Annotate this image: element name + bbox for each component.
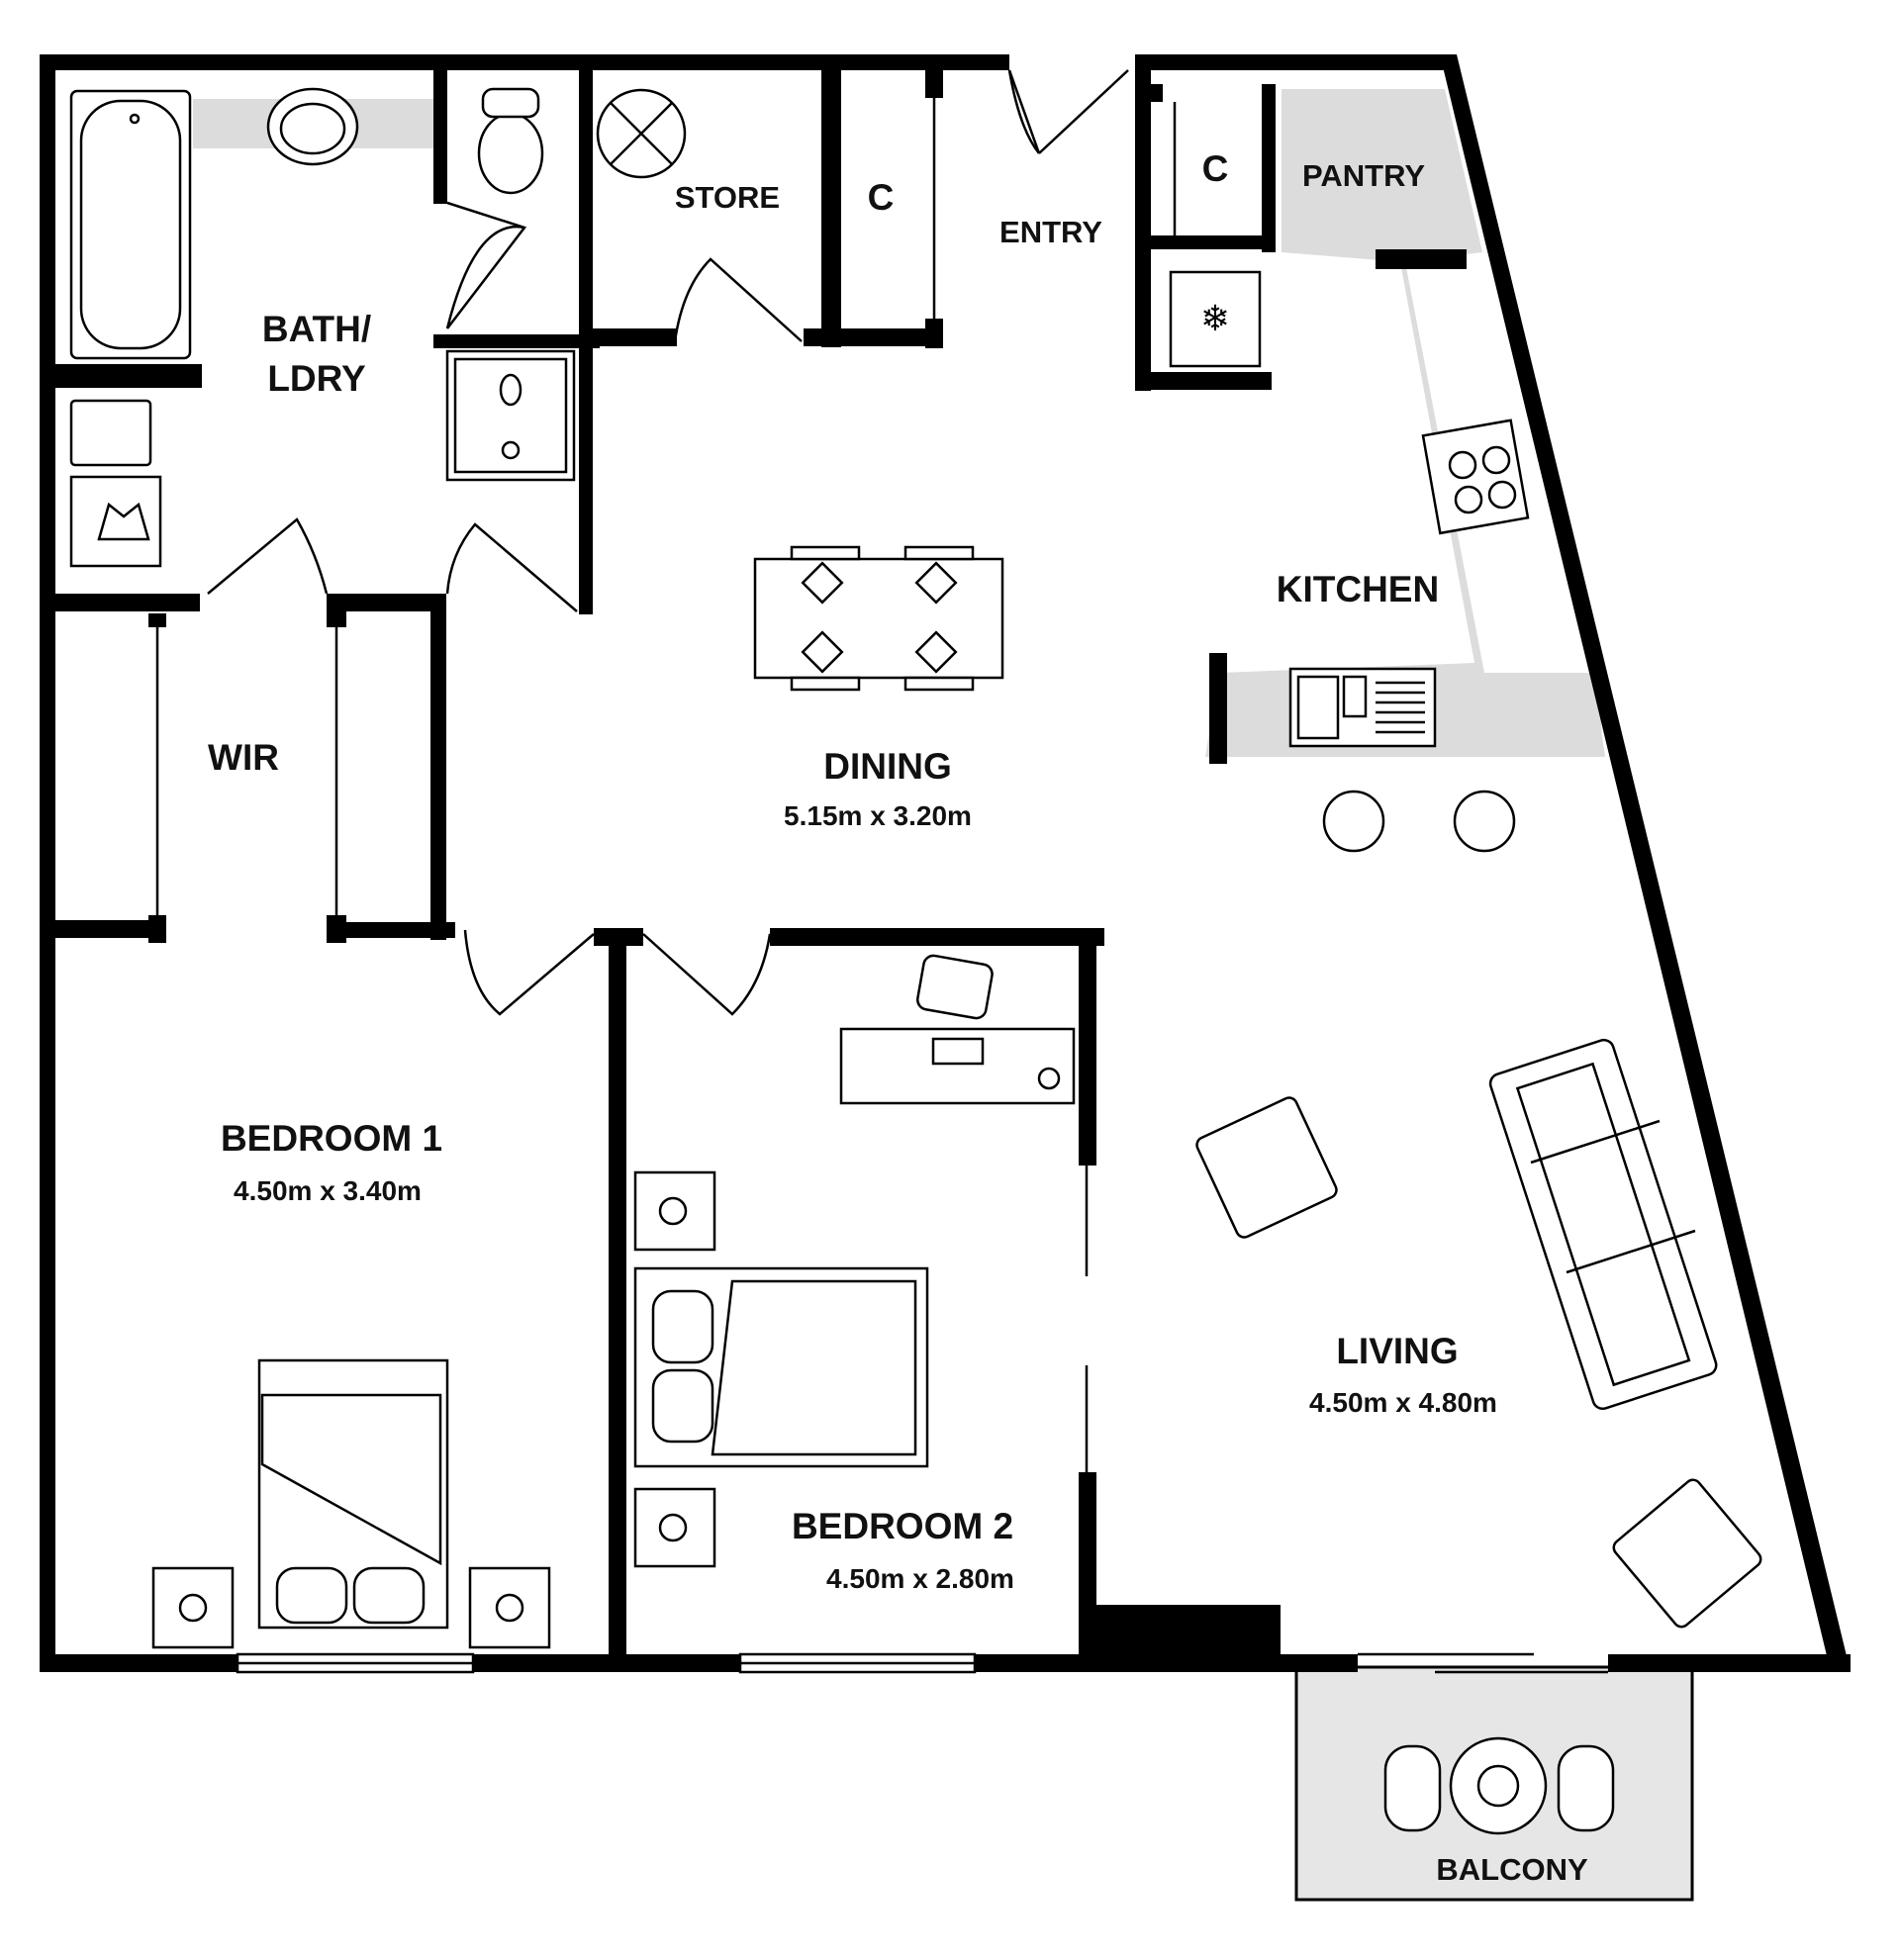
bedroom1-dims: 4.50m x 3.40m [234,1175,422,1206]
cupboard-label-1: C [868,177,895,218]
bathtub [69,89,192,360]
bedside-table [151,1566,235,1649]
living-furniture [1195,1038,1762,1629]
bar-stool [1322,790,1385,853]
store-label: STORE [675,180,780,215]
snowflake-icon: ❄ [1200,299,1230,339]
living-dims: 4.50m x 4.80m [1309,1387,1497,1418]
bath-label-2: LDRY [267,358,366,399]
toilet [477,112,544,195]
washing-machine [69,475,162,568]
bedside-table [468,1566,551,1649]
armchair [1195,1096,1338,1239]
kitchen-fixtures: ❄ [1169,270,1530,853]
bedroom1-label: BEDROOM 1 [221,1118,442,1159]
room-labels: BATH/ LDRY STORE C ENTRY C PANTRY KITCHE… [208,148,1588,1887]
desk [839,1027,1076,1105]
bedroom2-dims: 4.50m x 2.80m [826,1563,1014,1594]
windows [155,98,1608,1674]
bathroom-fixtures [69,87,687,568]
balcony-label: BALCONY [1436,1852,1588,1887]
kitchen-label: KITCHEN [1277,569,1439,609]
cupboard-label-2: C [1202,148,1229,189]
bedroom-furniture [151,954,1076,1649]
bedroom2-label: BEDROOM 2 [792,1506,1013,1546]
bedside-table [633,1487,716,1568]
sofa [1488,1038,1718,1411]
cooktop [1421,419,1530,535]
desk-chair [916,954,994,1020]
armchair [1612,1478,1762,1629]
bedside-table [633,1170,716,1252]
living-label: LIVING [1336,1331,1458,1371]
balcony-furniture [1383,1736,1615,1835]
kitchen-sink [1288,667,1437,748]
walls [40,54,1851,1672]
dining-label: DINING [823,746,952,787]
dining-table [753,545,1004,692]
fridge [1169,270,1262,368]
dining-dims: 5.15m x 3.20m [784,800,972,831]
wir-label: WIR [208,737,279,778]
pantry-label: PANTRY [1302,158,1425,193]
entry-label: ENTRY [999,215,1102,249]
laundry-tub [69,399,152,467]
doors [207,69,1129,1016]
bath-label: BATH/ [262,309,371,349]
bar-stool [1453,790,1516,853]
shower [445,349,576,482]
